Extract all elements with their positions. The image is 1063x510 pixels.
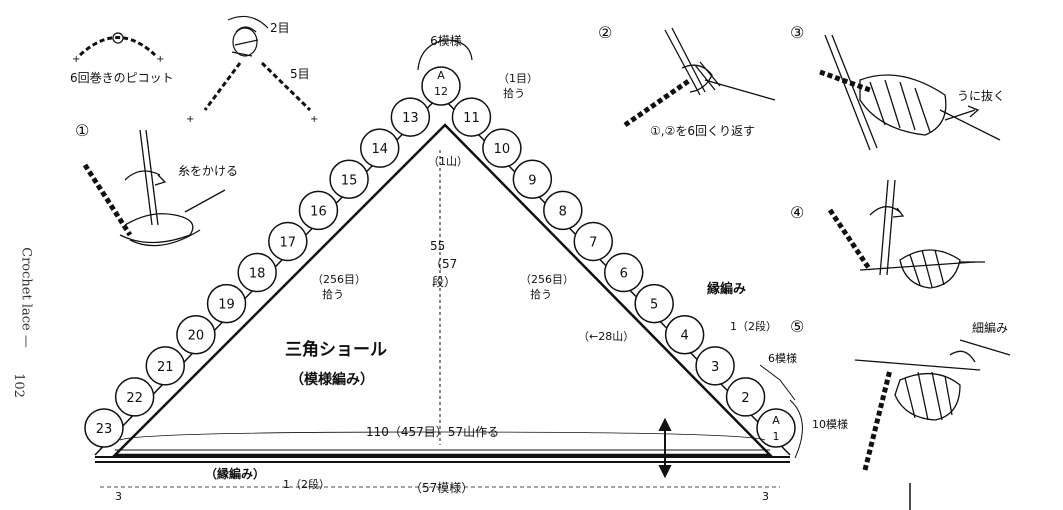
apex-pickup: （1目） [498,72,538,85]
right-pickup-2: 拾う [530,287,552,301]
step1-text: 糸をかける [178,164,238,178]
corner-pattern: 10模様 [812,417,848,431]
picot-diagram: + + [72,32,164,65]
scallop-right-4 [573,221,614,262]
picot-st5: 5目 [290,67,310,81]
step4-illustration [827,179,985,289]
scallop-right-1 [482,128,522,168]
step3-num: ③ [790,23,804,42]
step2-num: ② [598,23,612,42]
shawl-title: 三角ショール [285,339,387,360]
scallop-label-right-9: 2 [741,391,749,406]
bottom-rows: 1（2段） [283,477,330,491]
dim-left: 3 [115,490,122,503]
scallop-label-right-3: 8 [559,204,567,219]
scallop-left-9 [145,346,186,386]
scallop-left-10 [114,377,155,417]
bottom-patterns: （57模様） [410,481,473,495]
scallop-label-left-10: 22 [126,391,143,406]
height-rows-2: 段） [432,274,456,289]
step1-num: ① [75,121,89,140]
scallop-label-left-2: 14 [371,142,388,157]
scallop-right-7 [664,314,705,355]
scallop-label-right-0: 11 [463,111,480,126]
step1-illustration [82,129,226,247]
scallop-right-3 [543,190,583,231]
scallop-left-8 [176,314,216,355]
right-peaks: （←28山） [578,330,634,343]
apex-pattern-label: 6模様 [430,34,462,48]
scallop-label-left-9: 21 [157,360,174,375]
scallop-right-6 [634,283,674,324]
scallop-right-0 [451,97,492,137]
bottom-edging: （縁編み） [205,466,265,481]
scallop-label-right-5: 6 [620,267,628,282]
picot-st2: 2目 [270,21,290,35]
svg-text:+: + [72,54,80,65]
scallop-left-11 [84,408,124,448]
scallop-left-1 [390,97,431,137]
right-pickup: （256目） [520,273,574,286]
corner-label-num: 1 [773,430,780,443]
scallop-left-2 [359,128,400,168]
step4-num: ④ [790,203,804,222]
scallop-label-right-1: 10 [494,142,511,157]
scallop-label-right-4: 7 [589,235,597,250]
scallop-right-10 [756,408,796,448]
scallop-label-right-8: 3 [711,360,719,375]
scallop-left-6 [237,252,277,293]
step3-text: うに抜く [957,89,1005,103]
scallop-label-right-2: 9 [528,173,536,188]
left-pickup: （256目） [312,273,366,286]
scallop-label-left-8: 20 [188,329,205,344]
shawl-subtitle: （模様編み） [290,371,374,388]
thickness-arrow [658,417,672,479]
scallop-label-left-4: 16 [310,204,327,219]
svg-text:+: + [186,114,194,125]
right-pattern: 6模様 [768,351,797,365]
scallop-label-left-6: 18 [249,267,266,282]
picot-stitch-diagram: + + [186,15,318,125]
corner-label-a: A [772,414,780,427]
svg-text:+: + [156,54,164,65]
step5-illustration [854,339,1011,471]
apex-label-num: 12 [434,85,448,98]
scallop-left-4 [298,190,339,231]
scallop-label-right-6: 5 [650,298,658,313]
scallop-label-left-3: 15 [341,173,358,188]
scallop-circles: 13 14 15 16 17 18 19 20 21 22 23 11 10 9 8 7 6 5 4 3 2 [84,66,796,448]
edging-rows: 1（2段） [730,319,777,333]
picot-label: 6回巻きのピコット [70,71,174,85]
height-rows: （57 [430,257,457,271]
scallop-label-left-11: 23 [96,422,113,437]
scallop-right-8 [695,346,735,386]
height-label: 55 [430,239,445,253]
scallop-left-3 [329,159,369,200]
scallop-right-5 [603,252,644,293]
step2-illustration [623,27,776,128]
dim-right: 3 [762,490,769,503]
svg-text:+: + [310,114,318,125]
left-pickup-2: 拾う [322,287,344,301]
scallop-label-right-7: 4 [680,329,688,344]
scallop-label-left-5: 17 [280,235,297,250]
apex-label-a: A [437,69,445,82]
scallop-label-left-1: 13 [402,111,419,126]
scallop-right-2 [512,159,553,200]
step5-text: 細編み [972,320,1008,335]
scallop-left-0 [421,66,461,106]
edging-label: 縁編み [707,281,746,297]
step5-num: ⑤ [790,317,804,336]
scallop-left-7 [206,283,247,324]
scallop-left-5 [268,221,308,262]
step3-illustration [819,34,1001,151]
scallop-label-left-7: 19 [218,298,235,313]
apex-peak: （1山） [428,155,468,168]
step2-text: ①,②を6回くり返す [650,124,755,138]
apex-pickup-2: 拾う [503,86,525,100]
scallop-right-9 [725,377,766,417]
